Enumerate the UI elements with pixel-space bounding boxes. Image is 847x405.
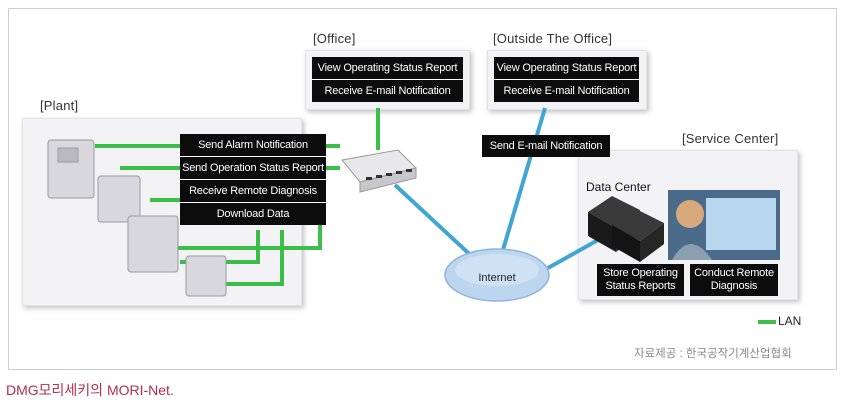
service-center-label: [Service Center]: [682, 131, 779, 146]
send-email-notification-box: Send E-mail Notification: [482, 135, 610, 157]
internet-cloud-icon: [444, 248, 550, 302]
office-label: [Office]: [313, 31, 356, 46]
wan-lines: [393, 107, 599, 270]
switch-to-internet-line: [393, 183, 480, 264]
data-center-servers-icon: [588, 196, 664, 262]
plant-function-item: Send Alarm Notification: [198, 139, 308, 151]
switch-icon: [341, 149, 417, 193]
internet-to-service-line: [547, 238, 599, 270]
office-function-item: View Operating Status Report: [317, 62, 458, 74]
internet-label: Internet: [478, 272, 516, 284]
plant-function-box: Send Alarm Notification Send Operation S…: [180, 134, 326, 225]
outside-function-box: View Operating Status Report Receive E-m…: [494, 57, 639, 102]
legend-lan-label: LAN: [778, 314, 802, 328]
office-function-box: View Operating Status Report Receive E-m…: [312, 57, 463, 102]
source-credit: 자료제공 : 한국공작기계산업협회: [634, 348, 792, 360]
plant-function-item: Send Operation Status Report: [180, 156, 326, 179]
figure-caption: DMG모리세키의 MORI-Net.: [6, 382, 174, 398]
outside-function-item: Receive E-mail Notification: [494, 79, 639, 102]
plant-machines: [47, 139, 227, 297]
machine-icon: [47, 139, 227, 297]
store-reports-box: Store Operating Status Reports: [597, 264, 684, 296]
outside-to-internet-line: [498, 107, 547, 261]
outside-office-label: [Outside The Office]: [493, 31, 613, 46]
remote-diagnosis-box: Conduct Remote Diagnosis: [690, 264, 778, 296]
data-center-label: Data Center: [586, 180, 651, 194]
plant-function-item: Receive Remote Diagnosis: [180, 179, 326, 202]
office-function-item: Receive E-mail Notification: [312, 79, 463, 102]
operator-photo: [668, 190, 780, 260]
outside-function-item: View Operating Status Report: [496, 62, 637, 74]
plant-function-item: Download Data: [180, 202, 326, 225]
plant-label: [Plant]: [40, 98, 79, 113]
